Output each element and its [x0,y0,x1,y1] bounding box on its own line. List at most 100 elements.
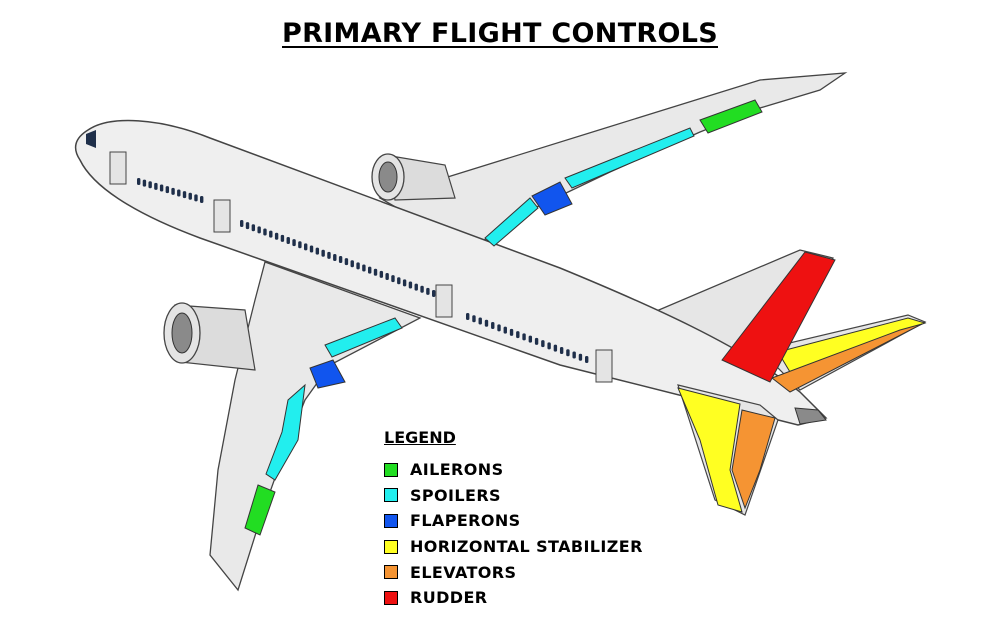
door [109,151,127,185]
window [541,340,545,348]
window [159,184,164,192]
legend-item-elevators: ELEVATORS [384,559,643,585]
legend-swatch [384,590,398,605]
elevator-far [770,323,923,393]
far-engine [371,153,456,201]
spoilers-near [265,317,403,481]
window [344,258,349,266]
flaperon-near [309,359,346,389]
legend-label: RUDDER [410,588,488,608]
window [478,317,482,325]
window [547,342,551,350]
legend-swatch [384,539,398,554]
rudder [721,251,836,383]
legend-item-horizontal-stabilizer: HORIZONTAL STABILIZER [384,534,643,560]
window [402,279,407,287]
window [194,194,198,202]
window [327,251,331,259]
window [484,319,489,327]
window [315,247,320,255]
horizontal-stabilizer-near [677,387,743,513]
window [553,344,558,352]
window [142,179,147,187]
window [350,260,354,268]
window [420,285,424,293]
window [309,245,314,253]
legend-swatch [384,488,398,503]
window [373,268,378,276]
window [491,322,495,330]
window [251,224,256,232]
aileron-far [699,99,763,134]
window [472,315,476,323]
legend-item-ailerons: AILERONS [384,457,643,483]
window [274,232,279,240]
window [356,262,360,270]
window [368,266,372,274]
door [435,284,453,318]
legend-swatch [384,565,398,580]
window [148,181,152,189]
diagram-title: PRIMARY FLIGHT CONTROLS [282,18,718,49]
window [333,253,337,261]
window [414,283,418,291]
window [559,346,564,354]
window [391,275,395,283]
legend-items: AILERONS SPOILERS FLAPERONS HORIZONTAL S… [384,457,643,611]
door [595,349,613,383]
window [171,187,175,195]
window [182,191,187,199]
window [385,273,389,281]
window [188,192,192,200]
window [240,220,244,227]
window [263,228,267,236]
window [432,290,436,297]
near-engine [163,302,256,371]
window [528,335,533,343]
legend-item-spoilers: SPOILERS [384,483,643,509]
window [154,182,158,190]
window [397,277,401,285]
window [137,178,141,185]
window [503,326,507,334]
window [338,256,343,264]
window [466,313,470,320]
window [304,243,308,251]
window [534,337,539,345]
window [578,353,583,361]
window [269,230,273,238]
window [522,333,526,341]
legend-swatch [384,513,398,528]
window [566,349,570,357]
legend-label: HORIZONTAL STABILIZER [410,537,643,557]
window [280,234,285,242]
legend-label: ELEVATORS [410,562,517,582]
passenger-windows [137,178,589,363]
window [408,281,413,289]
window [572,351,576,359]
window [200,196,204,203]
window [292,239,296,247]
window [379,270,384,278]
door [213,199,231,233]
window [298,241,302,249]
flaperon-far [531,181,573,216]
elevator-near [731,409,776,510]
window [509,328,514,336]
window [426,287,430,295]
legend-title: LEGEND [384,428,456,447]
legend-item-flaperons: FLAPERONS [384,508,643,534]
window [177,189,181,197]
horizontal-stabilizer-far [777,317,927,373]
fuselage [74,119,828,426]
legend-swatch [384,462,398,477]
legend: LEGEND AILERONS SPOILERS FLAPERONS HORIZ… [384,428,643,611]
window [165,186,170,194]
window [362,264,366,272]
legend-label: FLAPERONS [410,511,521,531]
legend-label: SPOILERS [410,485,501,505]
aileron-near [244,484,276,536]
legend-label: AILERONS [410,460,504,480]
window [321,249,325,257]
